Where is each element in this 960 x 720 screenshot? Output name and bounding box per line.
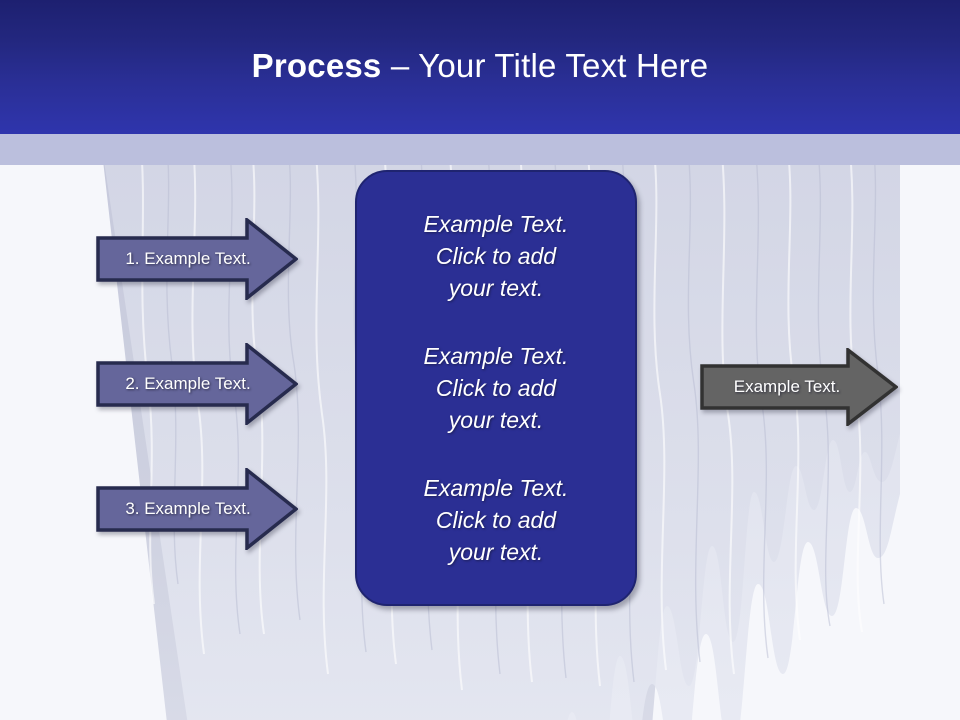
center-panel-text-3: Example Text. Click to add your text. xyxy=(423,475,569,565)
page-title-emphasis: Process xyxy=(251,47,382,84)
process-result-arrow[interactable]: Example Text. xyxy=(700,348,898,426)
title-band xyxy=(0,0,960,134)
process-step-label-1: 1. Example Text. xyxy=(125,249,251,268)
right-arrow-icon xyxy=(96,218,298,300)
process-step-label-2: 2. Example Text. xyxy=(125,374,251,393)
right-arrow-icon xyxy=(96,468,298,550)
process-step-arrow-3[interactable]: 3. Example Text. xyxy=(96,468,298,550)
page-title: Process – Your Title Text Here xyxy=(0,46,960,86)
process-step-label-3: 3. Example Text. xyxy=(125,499,251,518)
center-panel-text-1: Example Text. Click to add your text. xyxy=(423,211,569,301)
title-accent-band xyxy=(0,134,960,165)
center-content-panel[interactable]: Example Text. Click to add your text. Ex… xyxy=(355,170,637,606)
right-arrow-icon xyxy=(700,348,898,426)
process-step-arrow-2[interactable]: 2. Example Text. xyxy=(96,343,298,425)
page-title-rest: – Your Title Text Here xyxy=(381,47,709,84)
right-arrow-icon xyxy=(96,343,298,425)
process-step-arrow-1[interactable]: 1. Example Text. xyxy=(96,218,298,300)
process-result-label: Example Text. xyxy=(733,377,841,396)
center-panel-text-2: Example Text. Click to add your text. xyxy=(423,343,569,433)
title-accent-highlight xyxy=(0,134,960,165)
